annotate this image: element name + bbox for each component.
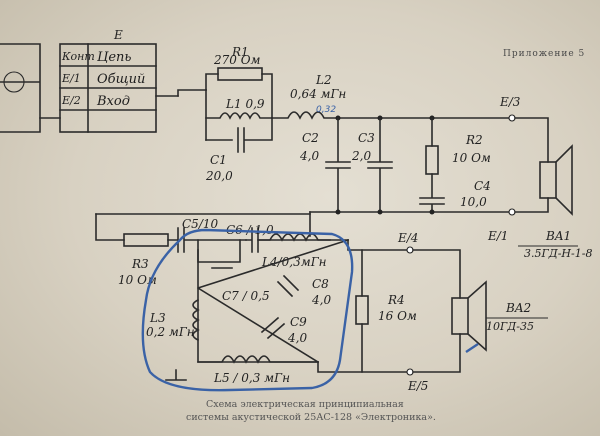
connector-header-contact: Конт bbox=[61, 50, 95, 63]
l1-inductor bbox=[205, 112, 273, 120]
c9-capacitor bbox=[260, 316, 286, 340]
r2-resistor bbox=[425, 145, 439, 175]
l3-ref: L3 bbox=[149, 311, 166, 325]
r4-resistor bbox=[355, 295, 369, 325]
terminal-e1 bbox=[508, 208, 516, 216]
l2-inductor bbox=[271, 111, 339, 120]
l3-inductor bbox=[192, 298, 200, 342]
terminal-e5-label: E/5 bbox=[407, 379, 428, 393]
ba1-model: 3.5ГД-Н-1-8 bbox=[524, 247, 592, 260]
r2-ref: R2 bbox=[465, 133, 483, 147]
c9-ref: C9 bbox=[290, 315, 307, 329]
c8-capacitor bbox=[276, 274, 300, 298]
ba2-model: 10ГД-35 bbox=[486, 320, 534, 333]
r2-value: 10 Ом bbox=[452, 151, 491, 165]
connector-table: E Конт Цепь E/1 Общий E/2 Вход bbox=[59, 28, 157, 133]
c8-value: 4,0 bbox=[311, 293, 331, 307]
r4-value: 16 Ом bbox=[378, 309, 417, 323]
terminal-e5 bbox=[406, 368, 414, 376]
r3-ref: R3 bbox=[131, 257, 149, 271]
c2-capacitor bbox=[325, 117, 351, 213]
ba1-speaker-icon bbox=[539, 161, 557, 199]
r3-value: 10 Ом bbox=[118, 273, 157, 287]
terminal-e3-label: E/3 bbox=[499, 95, 521, 109]
terminal-e4-label: E/4 bbox=[397, 231, 418, 245]
l2-value: 0,64 мГн bbox=[290, 87, 346, 101]
c1-ref: C1 bbox=[210, 153, 227, 167]
c3-value: 2,0 bbox=[351, 149, 371, 163]
ba1-ref: BA1 bbox=[545, 229, 571, 243]
connector-row-e1-circuit: Общий bbox=[97, 72, 145, 87]
l3-value: 0,2 мГн bbox=[146, 325, 195, 339]
l2-handwritten-correction: 0,32 bbox=[316, 105, 336, 115]
r1-value: 270 Ом bbox=[213, 53, 261, 67]
connector-designator: E bbox=[113, 28, 123, 42]
r4-ref: R4 bbox=[387, 293, 405, 307]
c3-capacitor bbox=[367, 117, 393, 213]
c1-capacitor bbox=[205, 117, 273, 153]
c4-value: 10,0 bbox=[460, 195, 487, 209]
connector-row-e1-contact: E/1 bbox=[61, 72, 81, 85]
caption-line-1: Схема электрическая принципиальная bbox=[206, 399, 404, 410]
c3-ref: C3 bbox=[358, 131, 375, 145]
connector-row-e2-circuit: Вход bbox=[96, 94, 130, 109]
c7-ref-value: C7 / 0,5 bbox=[222, 289, 270, 303]
ba2-speaker-icon bbox=[451, 297, 469, 335]
ba2-ref: BA2 bbox=[505, 301, 531, 315]
r3-resistor bbox=[123, 233, 169, 247]
c5-ref-value: C5/10 bbox=[182, 217, 219, 231]
connector-row-e2-contact: E/2 bbox=[61, 94, 81, 107]
terminal-e4 bbox=[406, 246, 414, 254]
c4-ref: C4 bbox=[474, 179, 491, 193]
l5-ref-value: L5 / 0,3 мГн bbox=[213, 371, 290, 385]
c8-ref: C8 bbox=[312, 277, 329, 291]
c2-ref: C2 bbox=[302, 131, 319, 145]
jack-icon bbox=[3, 71, 25, 93]
c2-value: 4,0 bbox=[299, 149, 319, 163]
terminal-e1-label: E/1 bbox=[487, 229, 508, 243]
terminal-e3 bbox=[508, 114, 516, 122]
appendix-label: Приложение 5 bbox=[503, 49, 585, 59]
connector-jack bbox=[0, 43, 41, 133]
c6-ref-value: C6 / 1,0 bbox=[226, 223, 274, 237]
r1-ref: R1 bbox=[231, 45, 249, 59]
pen-tick-mark bbox=[465, 343, 479, 353]
caption-line-2: системы акустической 25АС-128 «Электрони… bbox=[186, 412, 436, 423]
r1-resistor bbox=[217, 67, 263, 81]
l5-inductor bbox=[197, 355, 319, 364]
c9-value: 4,0 bbox=[287, 331, 307, 345]
l1-ref-value: L1 0,9 bbox=[225, 97, 265, 111]
l2-ref: L2 bbox=[315, 73, 332, 87]
l4-ref-value: L4/0,3мГн bbox=[261, 255, 327, 269]
connector-header-circuit: Цепь bbox=[97, 50, 131, 65]
c1-value: 20,0 bbox=[205, 169, 233, 183]
pen-marked-region bbox=[141, 228, 354, 392]
